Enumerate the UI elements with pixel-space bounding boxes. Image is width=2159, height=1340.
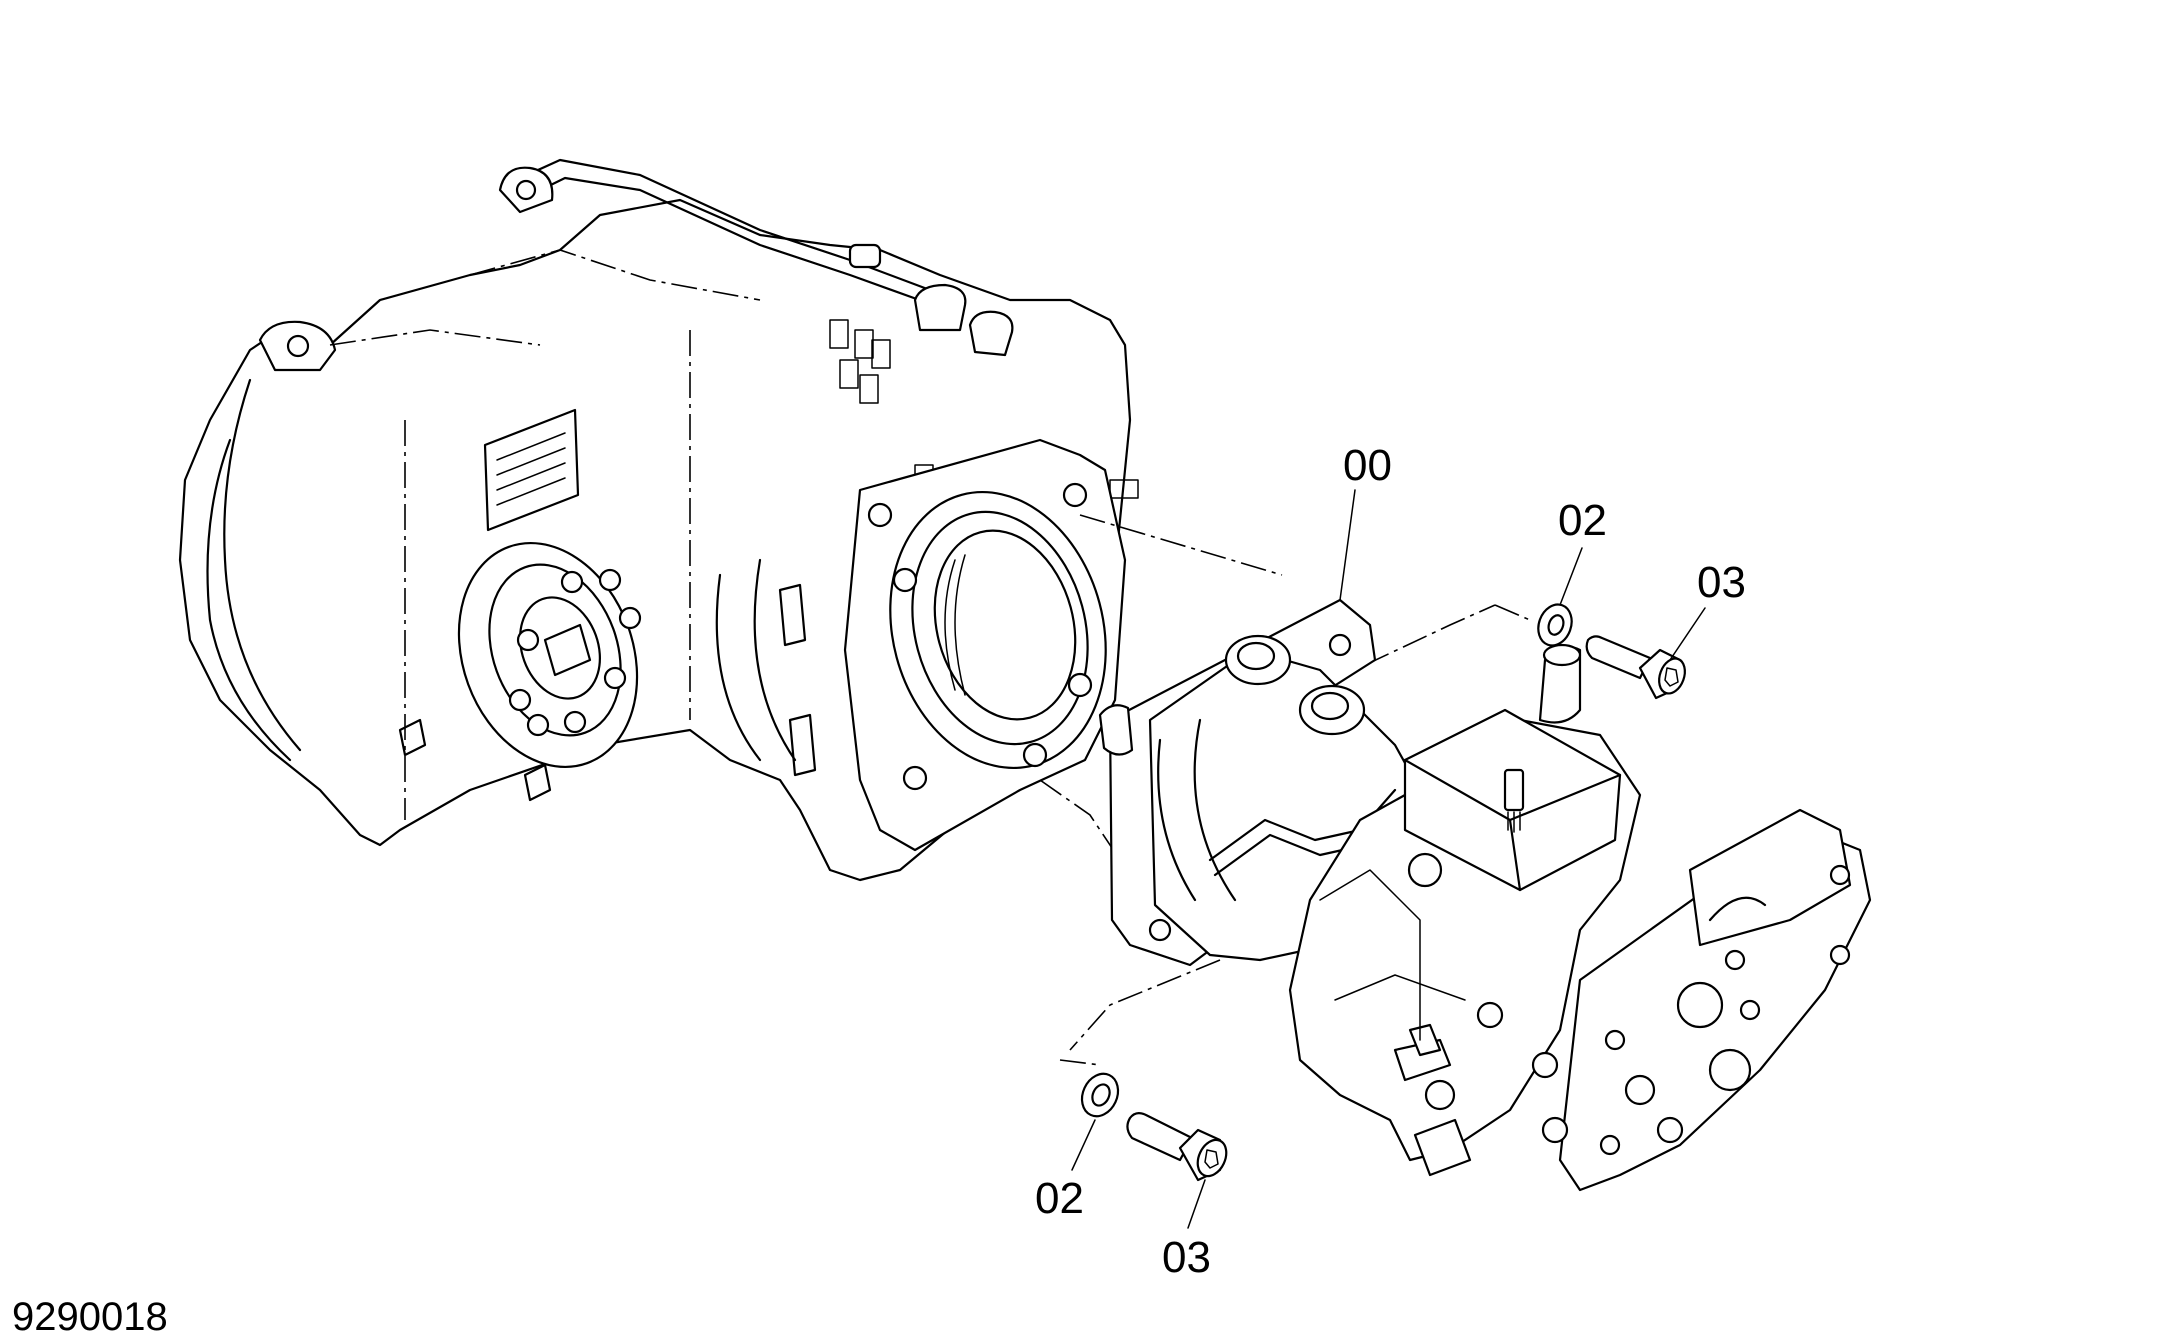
gearbox-housing — [178, 158, 1139, 882]
callout-label-bolt-lower: 03 — [1162, 1233, 1211, 1282]
callout-label-washer-lower: 02 — [1035, 1174, 1084, 1223]
callout-label-washer-upper: 02 — [1558, 496, 1607, 545]
callout-label-motor: 00 — [1343, 441, 1392, 490]
hydraulic-motor — [1098, 598, 1872, 1192]
bolt-lower — [1126, 1111, 1228, 1182]
diagram-reference-number: 9290018 — [12, 1295, 168, 1339]
leader-lines — [1071, 489, 1706, 1229]
callout-label-bolt-upper: 03 — [1697, 558, 1746, 607]
washer-upper — [1537, 603, 1573, 647]
bolt-upper — [1585, 635, 1686, 700]
washer-lower — [1080, 1072, 1120, 1118]
